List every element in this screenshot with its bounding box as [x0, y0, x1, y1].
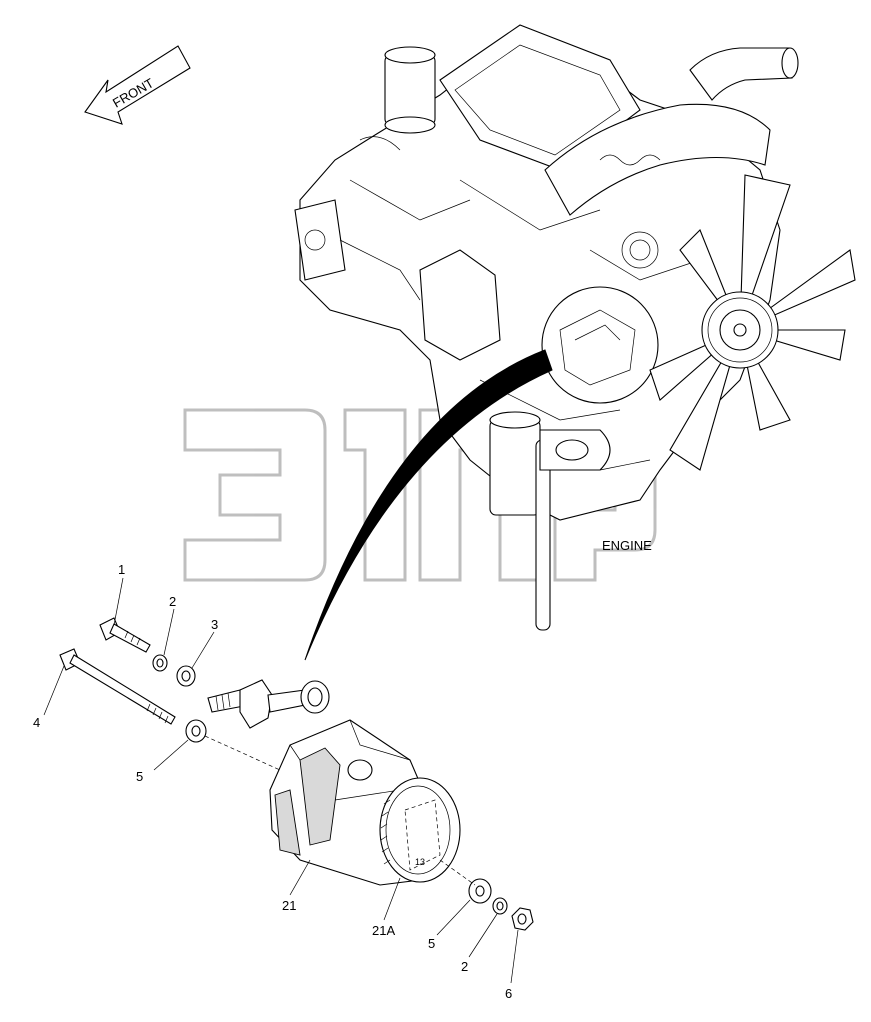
bolt-short [99, 617, 151, 653]
callout-5-bottom: 5 [428, 936, 435, 951]
callout-2-top: 2 [169, 594, 176, 609]
adjuster-link [207, 679, 330, 729]
front-direction-arrow: FRONT [84, 45, 191, 125]
callout-21a: 21A [372, 923, 395, 938]
callout-21: 21 [282, 898, 296, 913]
alternator: 13 [269, 719, 461, 886]
callout-2-bottom: 2 [461, 959, 468, 974]
pulley-marking: 13 [415, 857, 425, 867]
washer-bottom [492, 897, 508, 915]
cooling-fan [649, 174, 856, 471]
washer-top [152, 654, 168, 672]
nut [511, 907, 534, 931]
detail-leader [304, 349, 553, 661]
callout-5-left: 5 [136, 769, 143, 784]
alignment-line [204, 735, 476, 886]
bolt-long [59, 648, 176, 725]
leader-lines [43, 577, 519, 984]
callout-1: 1 [118, 562, 125, 577]
spacer-left [185, 719, 207, 743]
flat-washer [176, 665, 196, 687]
callout-6: 6 [505, 986, 512, 1001]
callout-4: 4 [33, 715, 40, 730]
spacer-bottom [468, 878, 492, 904]
callout-3: 3 [211, 617, 218, 632]
engine-label: ENGINE [602, 538, 652, 553]
